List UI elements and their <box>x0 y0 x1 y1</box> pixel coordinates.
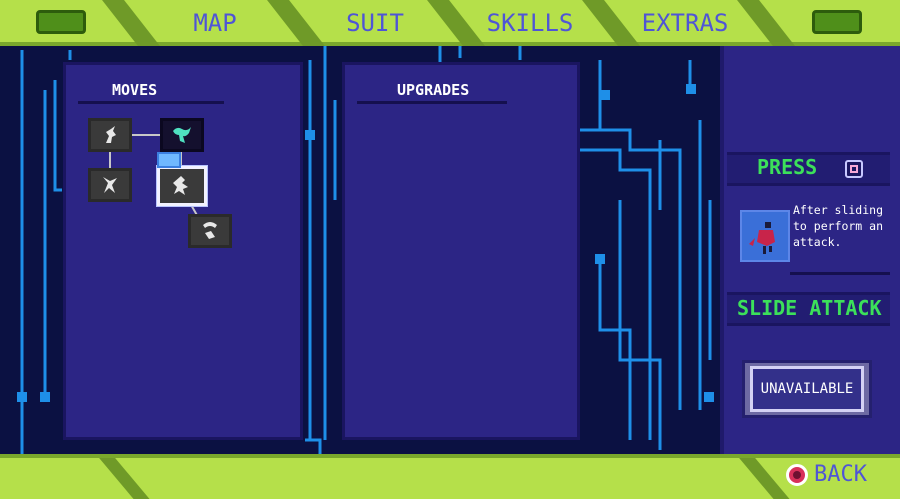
spin-figure-icon <box>173 127 191 143</box>
skill-name: SLIDE ATTACK <box>737 296 882 320</box>
skill-node-slide-attack[interactable] <box>156 165 208 207</box>
skill-node-jump[interactable] <box>88 118 132 152</box>
bar-separator <box>99 458 153 499</box>
back-button[interactable]: BACK <box>786 462 867 487</box>
skill-connector <box>109 152 111 170</box>
skill-node-flip[interactable] <box>188 214 232 248</box>
title-underline <box>357 101 507 104</box>
press-label: PRESS <box>757 155 818 179</box>
slide-attack-figure-icon <box>173 176 188 195</box>
divider <box>790 272 890 275</box>
skill-connector <box>132 134 162 136</box>
nav-separator <box>102 0 160 46</box>
tab-map[interactable]: MAP <box>193 9 237 37</box>
skill-description: After sliding to perform an attack. <box>793 203 884 249</box>
bottom-bar <box>0 454 900 499</box>
prev-tab-shoulder-button[interactable] <box>36 10 86 34</box>
tab-extras[interactable]: EXTRAS <box>641 9 729 37</box>
unavailable-button[interactable]: UNAVAILABLE <box>750 366 864 412</box>
flip-figure-icon <box>203 222 217 239</box>
skill-node-slide-selected-parent[interactable] <box>160 118 204 152</box>
nav-separator <box>737 0 795 46</box>
moves-panel-title: MOVES <box>112 81 158 99</box>
character-figure-icon <box>749 222 775 254</box>
skill-node-dash[interactable] <box>88 168 132 202</box>
top-nav-bar <box>0 0 900 46</box>
skill-name-row <box>727 292 890 326</box>
nav-separator <box>267 0 325 46</box>
skill-connector <box>180 152 182 168</box>
circle-button-icon <box>786 463 808 486</box>
upgrades-panel <box>342 62 580 440</box>
tab-skills[interactable]: SKILLS <box>486 9 574 37</box>
slide-attack-preview-icon <box>740 210 790 262</box>
tab-suit[interactable]: SUIT <box>346 9 404 37</box>
upgrades-panel-title: UPGRADES <box>397 81 470 99</box>
bar-separator <box>739 458 793 499</box>
selection-cursor-icon <box>157 152 181 168</box>
back-label: BACK <box>814 462 867 487</box>
square-button-icon <box>845 160 863 178</box>
dash-figure-icon <box>103 177 117 193</box>
jump-figure-icon <box>106 126 116 143</box>
next-tab-shoulder-button[interactable] <box>812 10 862 34</box>
title-underline <box>78 101 224 104</box>
